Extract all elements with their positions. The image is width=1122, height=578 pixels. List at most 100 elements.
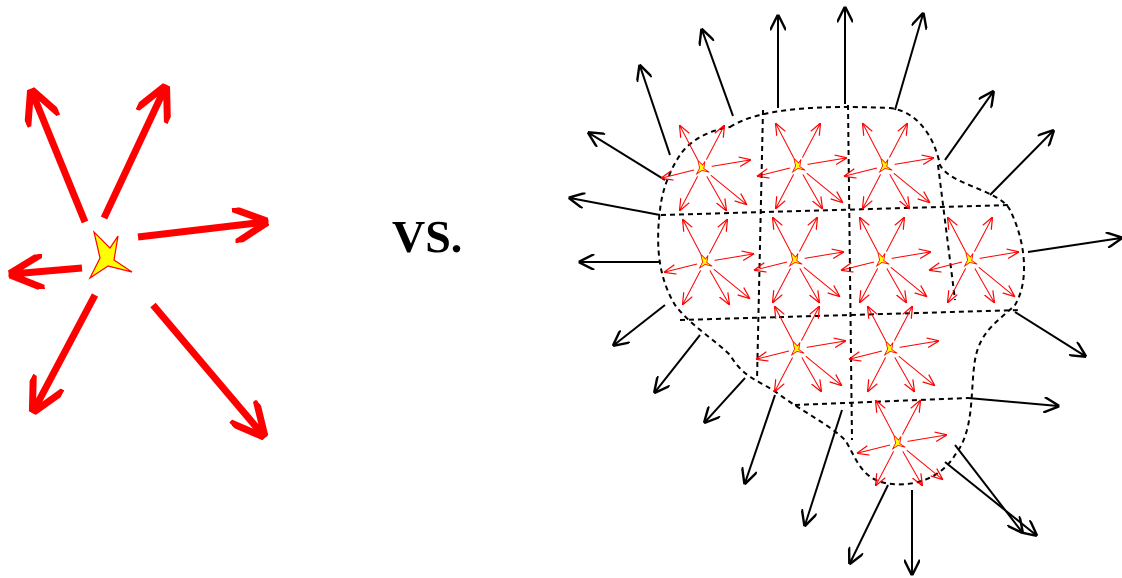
small-source-arrow — [845, 167, 878, 176]
outer-flux-arrow — [944, 92, 993, 161]
outer-flux-arrow — [1014, 311, 1085, 356]
outer-flux-arrow — [954, 444, 1022, 532]
small-source-arrow — [705, 126, 724, 160]
source-arrow — [150, 302, 263, 435]
small-source-arrow — [680, 176, 699, 210]
small-source-arrow — [758, 167, 791, 176]
outer-flux-arrow — [655, 334, 701, 392]
source-arrow — [100, 88, 165, 220]
small-source-arrow — [858, 444, 891, 453]
small-source-star-icon — [790, 339, 805, 357]
small-source-arrow — [683, 220, 702, 254]
distributed-source-region — [570, 8, 1121, 574]
small-source-arrow — [907, 435, 946, 441]
outer-flux-arrow — [944, 461, 1036, 535]
small-source-arrow — [802, 174, 822, 208]
small-source-arrow — [886, 268, 906, 302]
source-cell — [665, 220, 753, 304]
small-source-arrow — [711, 160, 750, 166]
small-source-star-icon — [891, 433, 906, 451]
outer-flux-arrow — [745, 394, 776, 483]
small-source-arrow — [860, 268, 879, 302]
source-cell — [662, 126, 750, 210]
small-source-arrow — [800, 307, 819, 341]
small-source-arrow — [930, 261, 963, 270]
small-source-arrow — [863, 124, 882, 158]
small-source-star-icon — [963, 250, 978, 268]
small-source-arrow — [805, 355, 841, 385]
small-source-arrow — [665, 263, 698, 272]
small-source-arrow — [888, 124, 907, 158]
small-source-arrow — [755, 261, 788, 270]
small-source-arrow — [775, 357, 794, 391]
small-source-arrow — [979, 252, 1018, 258]
small-source-arrow — [710, 174, 746, 204]
small-source-arrow — [885, 218, 904, 252]
source-cell — [755, 218, 843, 302]
small-source-star-icon — [875, 250, 890, 268]
small-source-arrow — [889, 174, 909, 208]
small-source-arrow — [899, 341, 938, 347]
small-source-arrow — [890, 266, 926, 296]
small-source-arrow — [714, 254, 753, 260]
point-source-star-icon — [88, 230, 133, 280]
source-cell — [845, 124, 933, 208]
source-arrow — [12, 268, 83, 274]
small-source-arrow — [708, 220, 727, 254]
source-cell — [757, 307, 845, 391]
small-source-arrow — [898, 355, 934, 385]
small-source-arrow — [891, 252, 930, 258]
outer-flux-arrow — [989, 131, 1053, 196]
source-cell — [842, 218, 930, 302]
cell-grid-lines — [660, 104, 1021, 441]
small-source-arrow — [798, 218, 817, 252]
small-source-arrow — [842, 261, 875, 270]
small-source-arrow — [801, 357, 821, 391]
source-cell — [858, 401, 946, 485]
small-source-arrow — [868, 357, 887, 391]
outer-flux-arrow — [805, 409, 843, 525]
small-source-arrow — [894, 357, 914, 391]
outer-flux-arrow — [702, 30, 734, 117]
small-source-arrow — [948, 218, 967, 252]
small-source-arrow — [773, 268, 792, 302]
region-boundary — [657, 106, 1025, 486]
small-source-arrow — [948, 268, 967, 302]
outer-flux-arrow — [589, 133, 666, 181]
small-source-arrow — [680, 126, 699, 160]
small-source-arrow — [973, 218, 992, 252]
small-source-arrow — [713, 268, 749, 298]
small-source-arrow — [807, 158, 846, 164]
small-source-arrow — [893, 172, 929, 202]
outer-flux-arrow — [705, 377, 746, 422]
small-source-star-icon — [878, 156, 893, 174]
small-source-arrow — [775, 307, 794, 341]
small-source-arrow — [803, 266, 839, 296]
outer-flux-arrow — [967, 398, 1058, 406]
small-source-arrow — [806, 341, 845, 347]
source-arrow — [32, 92, 89, 224]
small-source-arrow — [978, 266, 1014, 296]
small-source-arrow — [776, 174, 795, 208]
small-source-arrow — [876, 401, 895, 435]
outer-flux-arrow — [570, 198, 661, 216]
source-arrow — [34, 293, 99, 410]
outer-flux-arrow — [614, 304, 666, 345]
small-source-arrow — [901, 401, 920, 435]
small-source-arrow — [876, 451, 895, 485]
small-source-arrow — [894, 158, 933, 164]
point-source-figure — [12, 88, 265, 435]
small-source-arrow — [683, 270, 702, 304]
outer-flux-arrow — [850, 484, 889, 563]
small-source-arrow — [868, 307, 887, 341]
small-source-arrow — [776, 124, 795, 158]
small-source-arrow — [706, 176, 726, 210]
small-source-arrow — [850, 350, 883, 359]
outer-flux-arrow — [894, 14, 923, 111]
small-source-arrow — [806, 172, 842, 202]
small-source-star-icon — [788, 250, 803, 268]
small-source-star-icon — [883, 339, 898, 357]
small-source-arrow — [860, 218, 879, 252]
small-source-arrow — [709, 270, 729, 304]
